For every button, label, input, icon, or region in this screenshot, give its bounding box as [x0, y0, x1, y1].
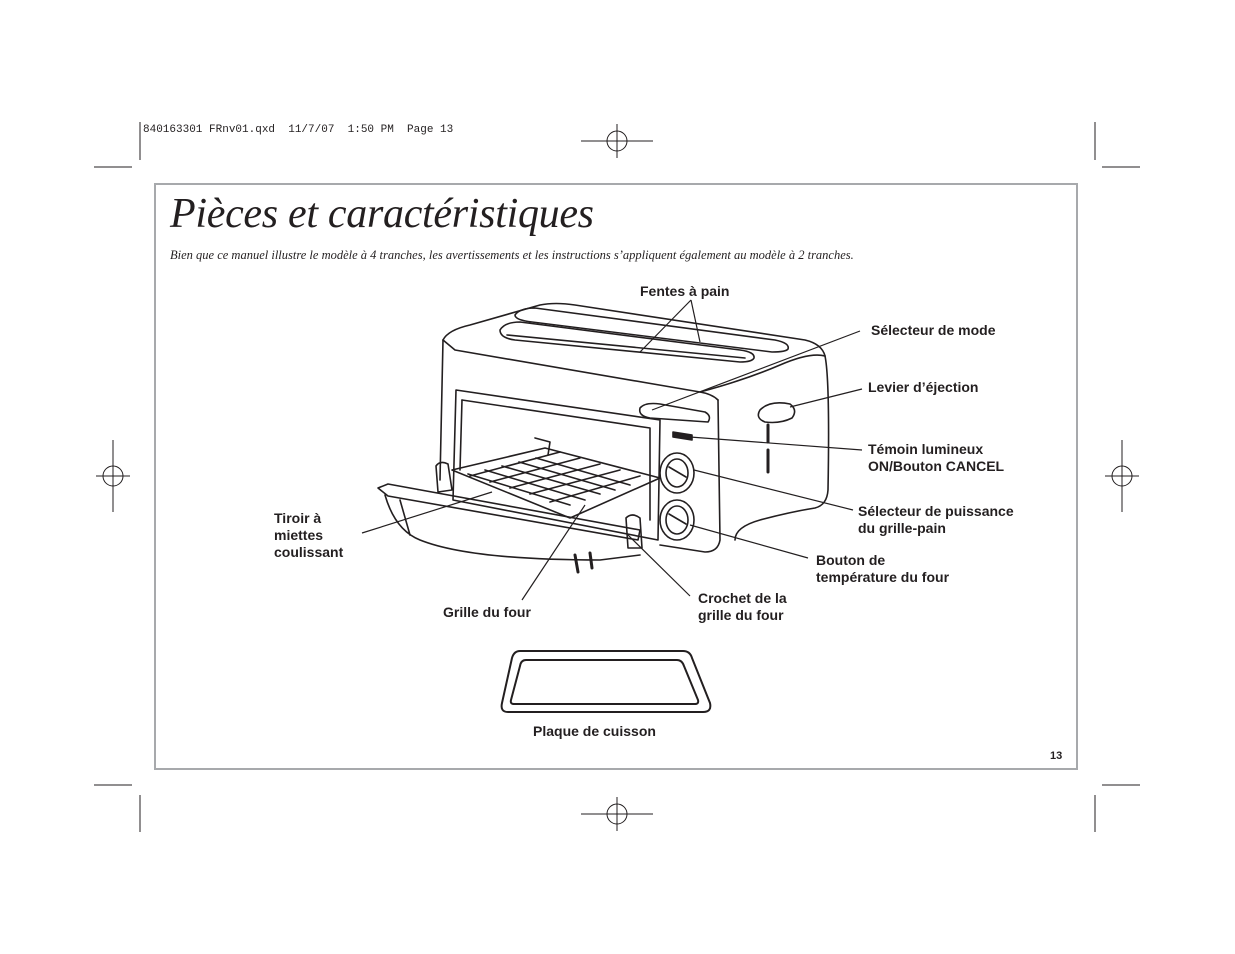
- label-indicator: Témoin lumineux ON/Bouton CANCEL: [868, 441, 1005, 474]
- leader-crumb-tray: [361, 491, 493, 534]
- baking-pan-illustration: [500, 650, 712, 713]
- print-slug: 840163301 FRnv01.qxd 11/7/07 1:50 PM Pag…: [143, 124, 454, 136]
- content-frame: [154, 183, 1078, 770]
- registration-mark-left: [96, 440, 130, 512]
- label-eject-lever: Levier d’éjection: [868, 379, 979, 395]
- label-oven-temp: Bouton de température du four: [816, 552, 950, 585]
- registration-mark-top: [581, 124, 653, 158]
- label-crumb-tray: Tiroir à miettes coulissant: [274, 510, 344, 560]
- label-baking-pan: Plaque de cuisson: [533, 723, 656, 739]
- registration-mark-right: [1105, 440, 1139, 512]
- leader-oven-temp: [689, 524, 809, 559]
- leader-bread-slots-1: [639, 299, 692, 353]
- leader-mode-selector: [651, 330, 861, 411]
- leader-eject-lever: [789, 388, 863, 408]
- label-toast-power: Sélecteur de puissance du grille-pain: [858, 503, 1014, 536]
- label-mode-selector: Sélecteur de mode: [871, 322, 996, 338]
- leader-indicator: [689, 436, 863, 451]
- registration-mark-bottom: [581, 797, 653, 831]
- label-bread-slots: Fentes à pain: [640, 283, 730, 299]
- leader-bread-slots-2: [690, 299, 701, 343]
- page-number: 13: [1050, 750, 1063, 762]
- leader-toast-power: [693, 469, 854, 511]
- page-title: Pièces et caractéristiques: [170, 191, 594, 237]
- page-subtitle: Bien que ce manuel illustre le modèle à …: [170, 248, 854, 262]
- leader-lines: [361, 299, 863, 601]
- label-oven-rack: Grille du four: [443, 604, 531, 620]
- label-rack-hook: Crochet de la grille du four: [698, 590, 787, 623]
- leader-oven-rack: [521, 504, 586, 601]
- leader-rack-hook: [627, 534, 691, 597]
